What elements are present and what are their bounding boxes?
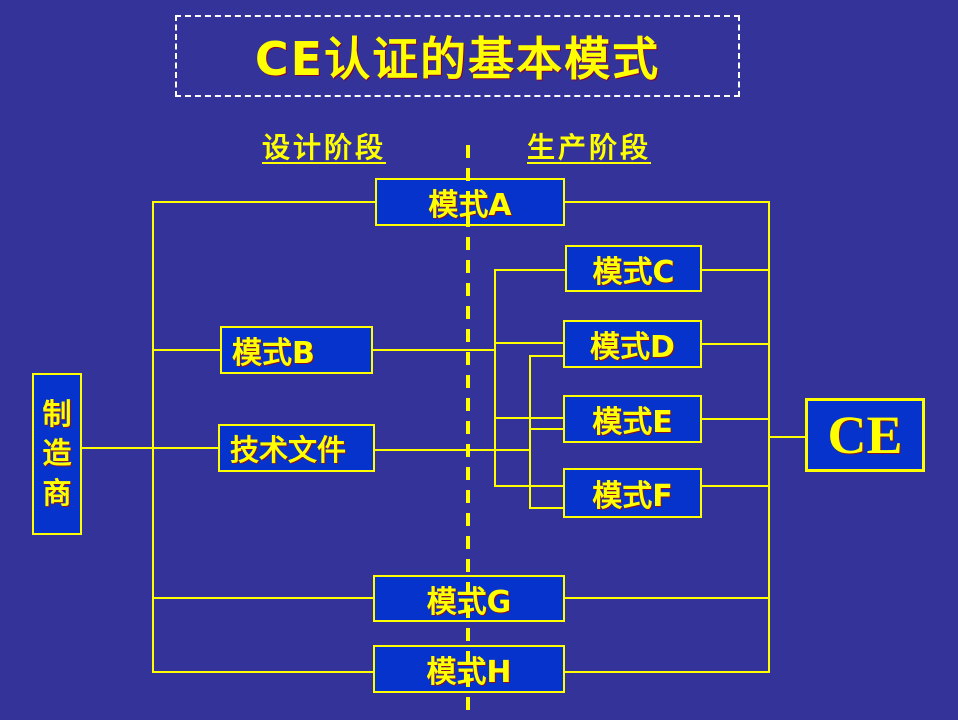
connector-right-bus <box>768 201 770 673</box>
connector-branch-v1 <box>494 269 496 487</box>
connector-mode-g-left <box>152 597 373 599</box>
page-title: CE认证的基本模式 <box>254 32 661 86</box>
connector-mode-h-left <box>152 671 373 673</box>
node-mode-e: 模式E <box>563 395 702 443</box>
connector-mode-f-in1 <box>494 485 563 487</box>
connector-mode-d-in2 <box>529 355 563 357</box>
connector-mode-a-left <box>152 201 375 203</box>
connector-mode-b-left <box>152 349 220 351</box>
connector-mode-g-right <box>565 597 770 599</box>
title-box: CE认证的基本模式 <box>175 15 740 97</box>
connector-mode-e-in1 <box>494 417 563 419</box>
node-mode-a: 模式A <box>375 178 565 226</box>
connector-manufacturer <box>82 447 218 449</box>
connector-mode-e-out <box>702 418 770 420</box>
connector-mode-d-out <box>702 343 770 345</box>
node-mode-f: 模式F <box>563 468 702 518</box>
connector-mode-a-right <box>565 201 770 203</box>
connector-mode-c-out <box>702 269 770 271</box>
header-design-phase: 设计阶段 <box>262 131 387 164</box>
phase-divider-dashed-line <box>466 145 470 720</box>
connector-left-bus <box>152 201 154 673</box>
connector-branch-v2 <box>529 355 531 509</box>
node-mode-b: 模式B <box>220 326 373 374</box>
connector-mode-d-in1 <box>494 342 563 344</box>
connector-mode-b-right <box>373 349 496 351</box>
connector-mode-f-in2 <box>529 507 563 509</box>
connector-mode-c-in <box>494 269 565 271</box>
node-mode-d: 模式D <box>563 320 702 368</box>
connector-tech-doc-right <box>375 449 531 451</box>
connector-mode-e-in2 <box>529 428 563 430</box>
connector-ce <box>770 436 805 438</box>
connector-mode-h-right <box>565 671 770 673</box>
connector-mode-f-out <box>702 485 770 487</box>
node-tech-doc: 技术文件 <box>218 424 375 472</box>
node-ce-mark: CE <box>805 398 925 472</box>
node-manufacturer: 制造商 <box>32 373 82 535</box>
header-production-phase: 生产阶段 <box>527 131 652 164</box>
node-mode-c: 模式C <box>565 245 702 292</box>
